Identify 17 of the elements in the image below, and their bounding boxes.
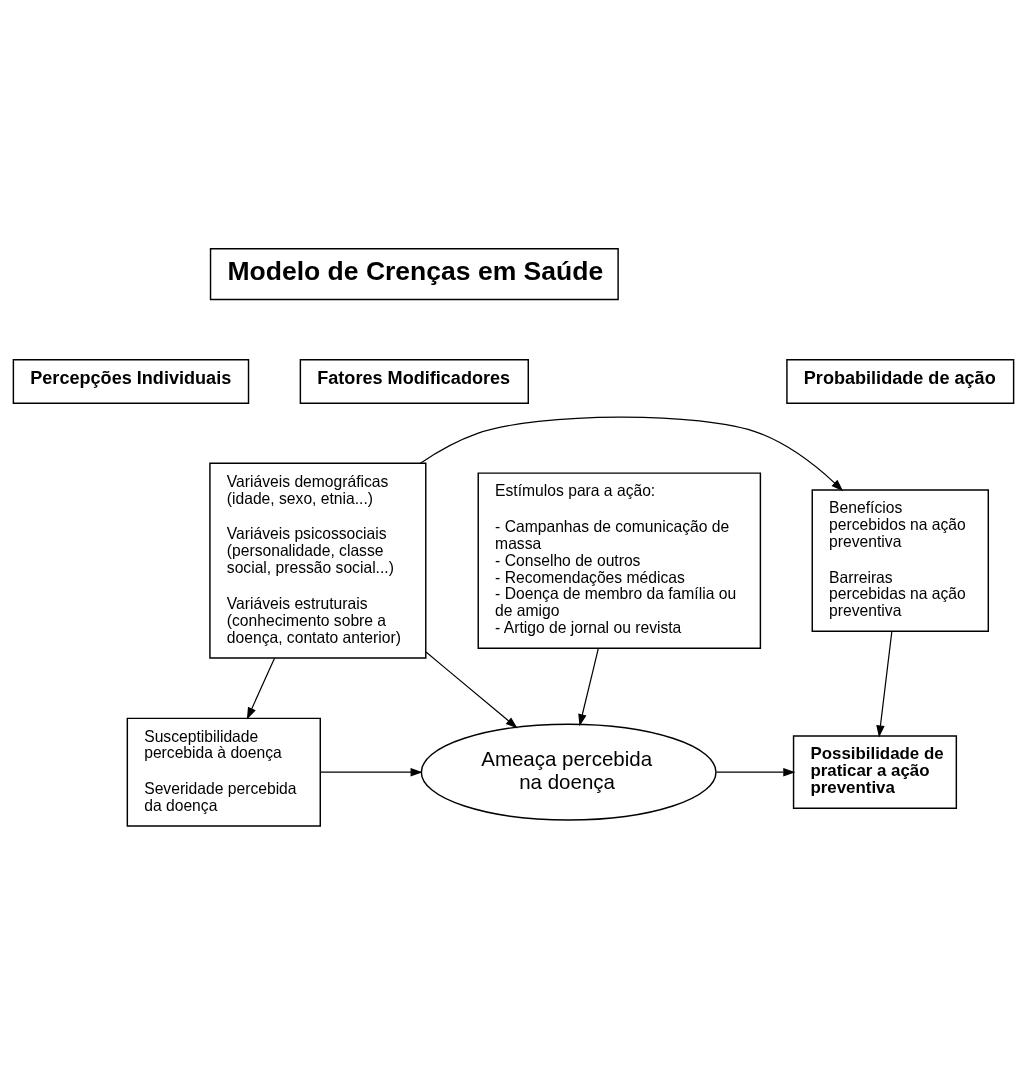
node-box: Variáveis demográficas (idade, sexo, etnia...) Variáveis psicossociais (personalidade, classe social, pressão social...) Variáveis estruturais (conhecimento sobre a doença, contato anterior) (209, 462, 427, 659)
node-box: Estímulos para a ação: - Campanhas de comunicação de massa - Conselho de outros - Recomendações médicas - Doença de membro da família ou de amigo - Artigo de jornal ou revista (477, 472, 762, 649)
arrow (876, 630, 893, 738)
node-box: Fatores Modificadores (299, 359, 529, 404)
node-box: Percepções Individuais (12, 359, 250, 404)
node-box: Susceptibilidade percebida à doença Severidade percebida da doença (126, 717, 321, 827)
arrow (578, 647, 599, 727)
node-box: Benefícios percebidos na ação preventiva Barreiras percebidas na ação preventiva (811, 489, 990, 633)
node-ellipse: Ameaça percebida na doença (420, 723, 717, 821)
arrow (715, 767, 796, 777)
arrow (419, 416, 844, 492)
arrow (246, 657, 276, 720)
arrow (425, 651, 518, 729)
node-box: Probabilidade de ação (786, 359, 1015, 404)
node-box: Modelo de Crenças em Saúde (209, 248, 619, 301)
node-box: Possibilidade de praticar a ação preventiva (792, 735, 958, 810)
arrow (319, 767, 423, 777)
